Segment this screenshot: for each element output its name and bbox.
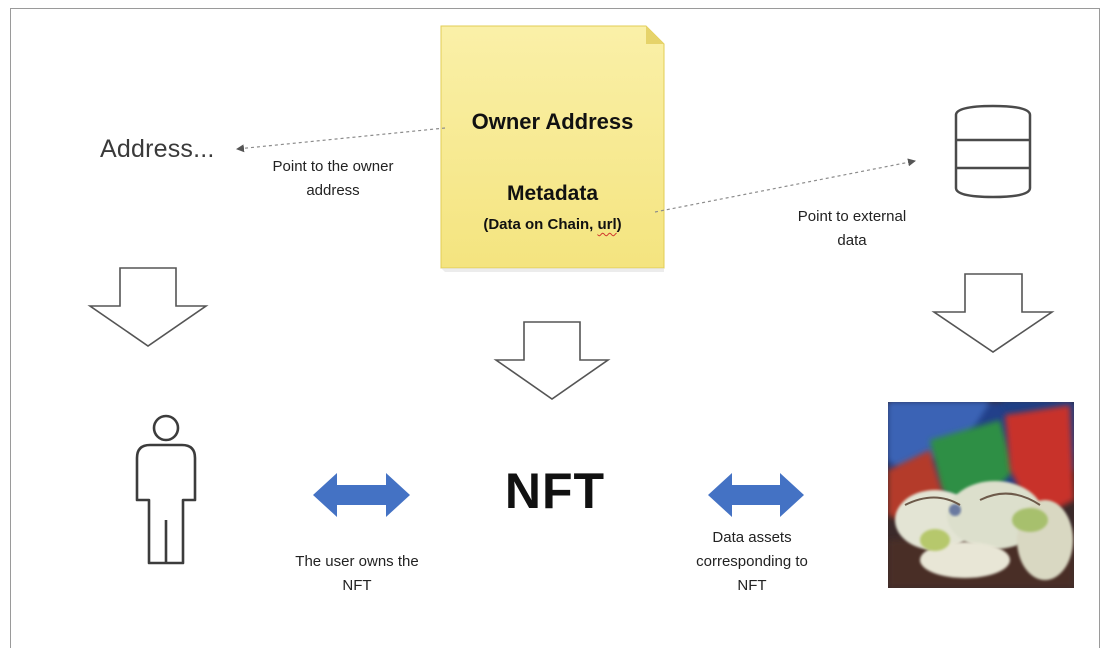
down-arrow-icon-right	[931, 273, 1055, 353]
asset-note-line: NFT	[737, 577, 767, 594]
database-icon	[954, 104, 1032, 199]
external-pointer-note: Point to external data	[752, 205, 952, 253]
artwork-painting	[888, 402, 1074, 588]
owner-pointer-note-line: address	[306, 182, 360, 199]
address-label: Address...	[100, 135, 215, 163]
owner-address-title: Owner Address	[471, 109, 634, 134]
down-arrow-icon-center	[493, 321, 611, 400]
double-arrow-icon-left	[313, 473, 410, 517]
ownership-note: The user owns the NFT	[257, 550, 457, 598]
asset-note: Data assets corresponding to NFT	[652, 526, 852, 598]
person-icon	[135, 414, 197, 565]
ownership-note-line: NFT	[342, 577, 372, 594]
ownership-note-line: The user owns the	[295, 553, 419, 570]
metadata-label: Metadata	[506, 182, 599, 205]
metadata-detail-suffix: )	[616, 216, 622, 233]
asset-note-line: corresponding to	[696, 553, 808, 570]
down-arrow-icon-left	[87, 267, 209, 347]
diagram-frame	[10, 8, 1100, 648]
owner-pointer-line	[236, 127, 446, 153]
diagram-graphics	[87, 25, 1074, 588]
metadata-card	[440, 25, 665, 272]
owner-pointer-note-line: Point to the owner	[272, 158, 394, 175]
double-arrow-icon-right	[708, 473, 804, 517]
owner-pointer-note: Point to the owner address	[233, 155, 433, 203]
metadata-detail: (Data on Chain, url)	[441, 216, 664, 233]
external-pointer-line	[654, 158, 916, 213]
asset-note-line: Data assets	[712, 529, 792, 546]
external-pointer-note-line: Point to external	[797, 208, 907, 225]
external-pointer-note-line: data	[837, 232, 867, 249]
metadata-detail-url: url	[597, 216, 617, 233]
metadata-detail-prefix: (Data on Chain,	[483, 216, 598, 233]
nft-label: NFT	[504, 463, 606, 519]
